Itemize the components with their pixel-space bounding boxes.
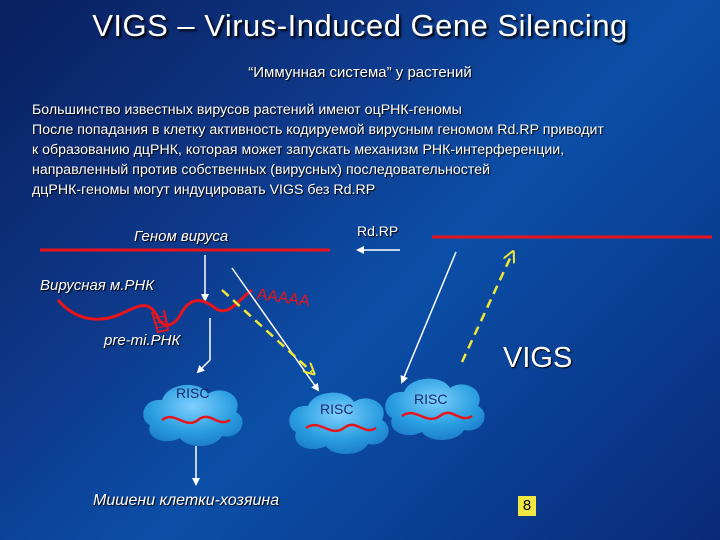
genome-to-risc-arrow	[231, 267, 320, 392]
hairpin-rung	[152, 315, 166, 319]
risc-complex-3	[385, 378, 485, 440]
body-text: Большинство известных вирусов растений и…	[32, 100, 702, 200]
page-number: 8	[518, 496, 536, 516]
slide-title: VIGS – Virus-Induced Gene Silencing	[92, 8, 628, 43]
body-line: После попадания в клетку активность коди…	[32, 122, 604, 138]
slide-subtitle: “Иммунная система” у растений	[248, 64, 472, 81]
body-line: дцРНК-геномы могут индуцировать VIGS без…	[32, 182, 376, 198]
risc-label: RISC	[176, 385, 209, 401]
dashed-arrow-left	[221, 289, 312, 372]
risc-complex-1	[143, 384, 243, 446]
body-line: Большинство известных вирусов растений и…	[32, 102, 462, 118]
body-line: к образованию дцРНК, которая может запус…	[32, 142, 565, 158]
host-targets-label: Мишени клетки-хозяина	[93, 492, 280, 509]
risc-rna-strand	[305, 423, 377, 433]
viral-mrna-label: Вирусная м.РНК	[40, 277, 155, 294]
risc-rna-strand	[401, 411, 473, 421]
hairpin-rung	[155, 325, 168, 329]
rdrp-label: Rd.RP	[357, 223, 399, 239]
risc-complex-2	[289, 392, 389, 454]
dashed-arrow-up	[460, 254, 512, 363]
vigs-label: VIGS	[503, 342, 573, 374]
hairpin-rung	[154, 320, 167, 324]
viral-mrna-line	[56, 288, 253, 327]
hairpin-stem	[151, 309, 170, 334]
risc-label: RISC	[320, 401, 353, 417]
risc-label: RISC	[414, 391, 447, 407]
rdrp-to-risc-arrow	[400, 251, 457, 384]
pre-mirna-label: pre-mi.РНК	[104, 332, 181, 349]
body-line: направленный против собственных (вирусны…	[32, 162, 491, 178]
pre-mirna-arrow	[196, 318, 211, 374]
virus-genome-label: Геном вируса	[134, 228, 229, 245]
risc-rna-strand	[161, 415, 231, 425]
